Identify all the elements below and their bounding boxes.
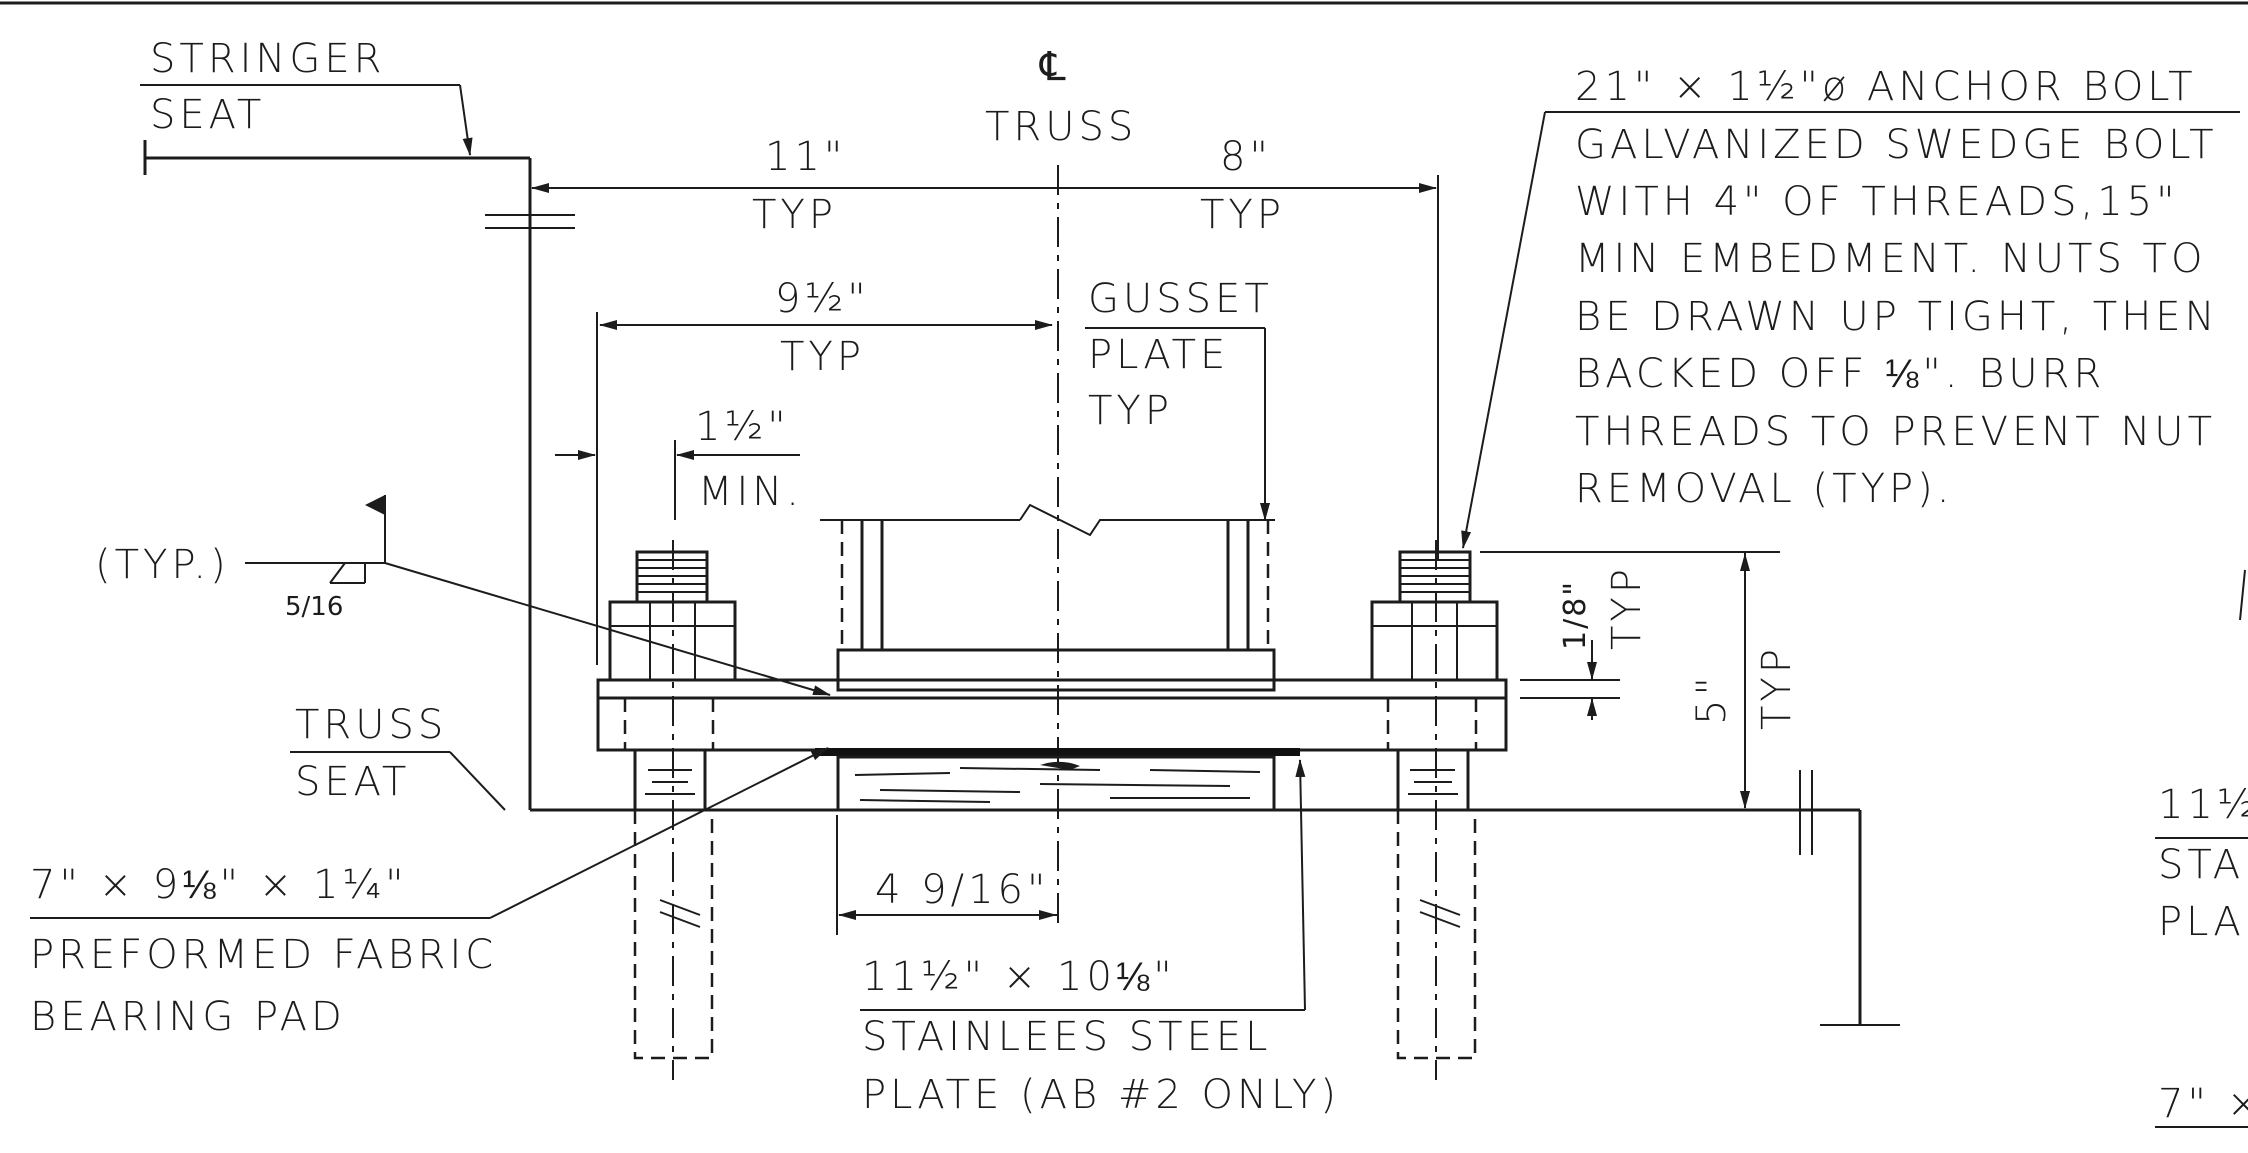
- sole-plate: [596, 648, 1508, 752]
- dim-1-8-typ: TYP: [1604, 565, 1650, 650]
- right-label-3: PLA: [2158, 899, 2245, 945]
- dim-right-vertical: [1480, 551, 1780, 809]
- bolt-note-5: BE DRAWN UP TIGHT, THEN: [1575, 294, 2219, 340]
- gusset-label-3: TYP: [1088, 388, 1173, 434]
- pad-label-1: PREFORMED FABRIC: [30, 932, 497, 978]
- dim-9half-label: 9½": [775, 276, 870, 322]
- plate-label-2: PLATE (AB #2 ONLY): [862, 1072, 1340, 1118]
- pad-dim-label: 7" × 9⅛" × 1¼": [30, 862, 408, 908]
- plate-dim-label: 11½" × 10⅛": [862, 954, 1176, 1000]
- bolt-note-8: REMOVAL (TYP).: [1575, 466, 1953, 512]
- dim-4-9-16-label: 4 9/16": [875, 867, 1049, 913]
- right-anchor-bolt: [1370, 540, 1499, 1080]
- bearing-pad: [836, 755, 1276, 812]
- weld-typ-label: (TYP.): [95, 542, 230, 588]
- pad-label-2: BEARING PAD: [30, 994, 346, 1040]
- stringer-seat-label-1: STRINGER: [150, 36, 385, 82]
- weld-size-label: 5/16: [285, 592, 343, 622]
- dim-8-typ: TYP: [1200, 192, 1285, 238]
- dim-11-typ: TYP: [752, 192, 837, 238]
- dim-1half-label: 1½": [695, 404, 790, 450]
- stringer-seat-label-2: SEAT: [150, 92, 265, 138]
- dim-4-9-16: [836, 815, 1058, 935]
- truss-seat-label-2: SEAT: [295, 759, 410, 805]
- dim-5-typ: TYP: [1754, 645, 1800, 730]
- dim-11-and-8: [531, 175, 1439, 560]
- centerline-symbol: ℄: [1039, 44, 1070, 90]
- left-anchor-bolt: [608, 540, 737, 1080]
- bolt-note-6: BACKED OFF ⅛". BURR: [1575, 351, 2105, 397]
- bolt-note-7: THREADS TO PREVENT NUT: [1575, 409, 2216, 455]
- anchor-bolt-leader: [1461, 111, 1546, 549]
- right-label-2: STA: [2158, 842, 2244, 888]
- pad-leader: [489, 747, 829, 919]
- right-edge-mark: [2239, 569, 2246, 621]
- stringer-seat: [140, 84, 575, 810]
- dim-1half-min: MIN.: [698, 469, 803, 515]
- plate-leader: [1295, 759, 1306, 1011]
- dim-1-8-label: 1/8": [1558, 580, 1593, 650]
- plate-label-1: STAINLEES STEEL: [862, 1014, 1271, 1060]
- bolt-note-2: GALVANIZED SWEDGE BOLT: [1575, 122, 2218, 168]
- bolt-note-4: MIN EMBEDMENT. NUTS TO: [1575, 236, 2206, 282]
- bolt-note-1: 21" × 1½"ø ANCHOR BOLT: [1575, 64, 2197, 110]
- gusset-label-2: PLATE: [1088, 332, 1229, 378]
- right-label-4: 7" ×: [2158, 1081, 2248, 1127]
- dim-9half: [596, 312, 1053, 665]
- gusset-plates: [820, 503, 1275, 650]
- truss-seat-label-1: TRUSS: [295, 702, 447, 748]
- centerline-truss-label: TRUSS: [985, 104, 1137, 150]
- gusset-label-1: GUSSET: [1088, 276, 1273, 322]
- bolt-note-3: WITH 4" OF THREADS,15": [1575, 179, 2179, 225]
- dim-9half-typ: TYP: [780, 334, 865, 380]
- dim-8-label: 8": [1220, 134, 1272, 180]
- right-label-1: 11½: [2158, 782, 2248, 828]
- dim-1half: [555, 440, 800, 520]
- dim-11-label: 11": [765, 134, 846, 180]
- dim-5-label: 5": [1689, 673, 1735, 725]
- weld-symbol: [245, 495, 831, 696]
